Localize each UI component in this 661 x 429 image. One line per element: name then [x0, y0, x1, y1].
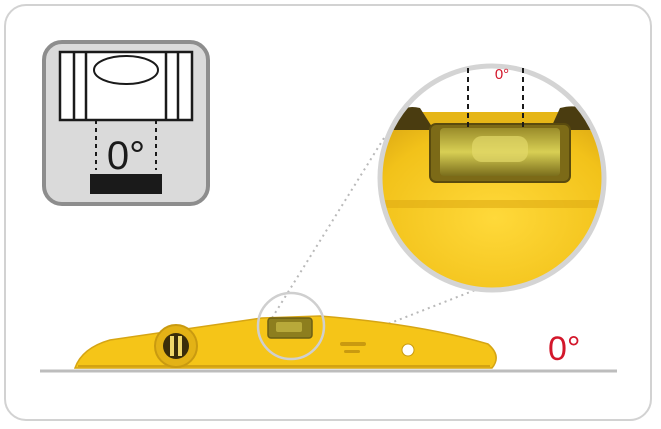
zoom-view	[370, 60, 620, 300]
ground-angle-label: 0°	[548, 330, 581, 368]
icon-angle-label: 0°	[46, 136, 206, 176]
vial-icon	[46, 44, 206, 202]
zoom-line-left	[272, 138, 384, 318]
level-icon-box: 0°	[42, 40, 210, 206]
spirit-level	[75, 316, 496, 368]
zoom-angle-label: 0°	[482, 66, 522, 83]
